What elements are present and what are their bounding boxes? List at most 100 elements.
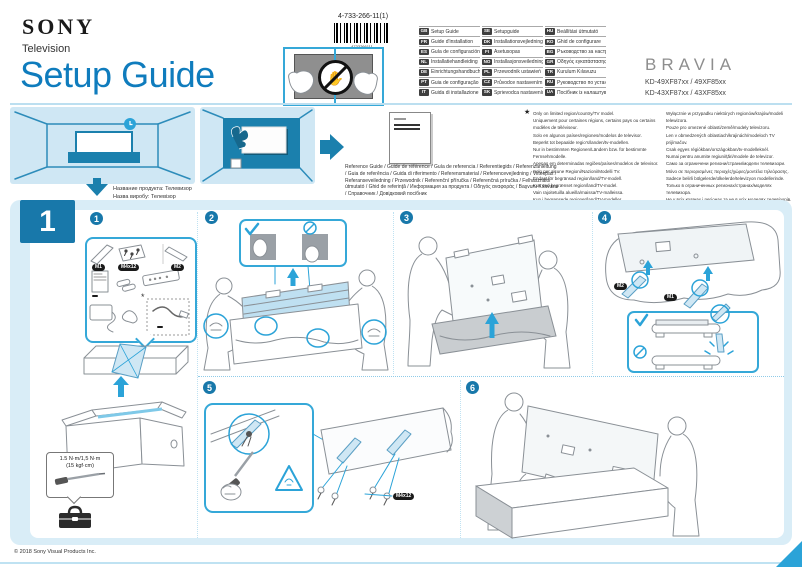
up-arrow-icon bbox=[485, 312, 499, 338]
tv-bottom-edge bbox=[320, 407, 452, 475]
divider bbox=[393, 212, 394, 374]
divider bbox=[460, 380, 461, 538]
up-arrow-icon bbox=[643, 260, 653, 275]
person-right bbox=[538, 250, 558, 270]
insert-highlight bbox=[691, 279, 709, 297]
screwdriver-icon bbox=[54, 473, 106, 486]
torque-value: 1.5 N·m/1,5 N·m (15 kgf·cm) bbox=[59, 456, 101, 470]
cable-holder-icon bbox=[121, 310, 138, 324]
accessories-illustration bbox=[89, 244, 190, 336]
attached-leg bbox=[336, 437, 362, 464]
part-label-m2: M2 bbox=[614, 283, 627, 290]
language-code-badge: DE bbox=[419, 69, 429, 76]
model-numbers: KD-49XF87xx / 49XF85xx KD-43XF87xx / 43X… bbox=[645, 78, 726, 99]
plant-icon bbox=[231, 126, 249, 150]
product-name-note: Название продукта: Телевизор Назва вироб… bbox=[113, 186, 192, 200]
language-code-badge: SE bbox=[482, 28, 492, 35]
step-5-illustration bbox=[204, 403, 453, 513]
language-code-badge: NO bbox=[482, 58, 492, 66]
language-code-badge: FR bbox=[419, 38, 429, 46]
step-1-number: 1 bbox=[90, 212, 103, 225]
table-side bbox=[511, 487, 669, 539]
step-2-number: 2 bbox=[205, 211, 218, 224]
no-touch-screen-warning: ✋ bbox=[283, 47, 384, 106]
model-line: KD-49XF87xx / 49XF85xx bbox=[645, 79, 726, 86]
hands-illustration bbox=[288, 70, 378, 95]
stand-leg-m1 bbox=[90, 244, 114, 265]
person-right bbox=[358, 269, 376, 287]
grip-highlight bbox=[254, 316, 278, 336]
remote-icon bbox=[142, 269, 180, 287]
person-right bbox=[667, 416, 687, 436]
tv-cabinet bbox=[68, 152, 140, 163]
language-code-badge: CZ bbox=[482, 79, 492, 86]
language-code-badge: IT bbox=[419, 89, 429, 96]
placement-room-panel bbox=[10, 107, 195, 184]
copyright-notice: © 2018 Sony Visual Products Inc. bbox=[14, 549, 96, 555]
right-arrow-head bbox=[330, 134, 344, 160]
divider bbox=[197, 212, 198, 538]
language-code-badge: UA bbox=[545, 89, 555, 96]
header-rule bbox=[10, 103, 792, 105]
hand-icon bbox=[220, 483, 242, 501]
step-5-number: 5 bbox=[203, 381, 216, 394]
part-label-m2: M2 bbox=[171, 264, 184, 271]
room-with-tv-stand-illustration bbox=[14, 111, 191, 180]
bravia-logo: BRAVIA bbox=[645, 55, 737, 74]
battery-icon bbox=[116, 278, 136, 292]
check-icon bbox=[634, 313, 649, 327]
barcode bbox=[334, 23, 390, 43]
no-touch-icon: ✋ bbox=[318, 60, 353, 95]
language-code-badge: HU bbox=[545, 28, 555, 35]
screw-detail-highlight bbox=[228, 413, 270, 455]
down-arrow-head bbox=[86, 184, 108, 196]
star-marker: * bbox=[141, 292, 145, 302]
tv-face-down bbox=[617, 223, 755, 273]
part-label-manual bbox=[92, 295, 98, 297]
toolbox-icon bbox=[59, 505, 91, 528]
impact-flash-icon bbox=[704, 341, 734, 355]
prohibit-icon bbox=[303, 221, 317, 235]
right-arrow bbox=[320, 140, 331, 154]
screws bbox=[317, 486, 391, 506]
part-number: 4-733-266-11(1) bbox=[337, 13, 389, 20]
insert-highlight bbox=[631, 271, 649, 289]
tv-screen bbox=[75, 131, 133, 154]
model-line: KD-43XF87xx / 43XF85xx bbox=[645, 89, 726, 97]
page-title: Setup Guide bbox=[20, 54, 215, 95]
part-label-screws: M4x12 bbox=[393, 493, 415, 500]
packing-tray-illustration bbox=[83, 343, 189, 379]
grip-highlight bbox=[306, 328, 330, 348]
language-code-badge: PL bbox=[482, 69, 492, 76]
plant-pot bbox=[230, 158, 242, 169]
person-left bbox=[504, 392, 524, 412]
tv-on-wall bbox=[241, 126, 287, 154]
prohibit-icon bbox=[633, 345, 647, 359]
bottom-rule bbox=[0, 562, 802, 564]
language-code-badge: PT bbox=[419, 79, 429, 86]
page-corner-fold bbox=[776, 541, 802, 567]
reference-guide-document-icon bbox=[389, 112, 431, 164]
barcode-digits: 4733266111 bbox=[334, 44, 390, 49]
footnote-left-column: Only on limited region/country/TV model.… bbox=[533, 111, 659, 202]
language-code-badge: BG bbox=[545, 48, 555, 56]
step-6-number: 6 bbox=[466, 381, 479, 394]
torque-note-balloon: 1.5 N·m/1,5 N·m (15 kgf·cm) bbox=[46, 452, 114, 505]
language-code-badge: RO bbox=[545, 38, 555, 46]
hand-grip-callout bbox=[203, 313, 229, 339]
language-code-badge: NL bbox=[419, 58, 429, 66]
language-code-badge: ES bbox=[419, 48, 429, 56]
down-arrow bbox=[93, 178, 101, 186]
person-left bbox=[418, 236, 438, 256]
